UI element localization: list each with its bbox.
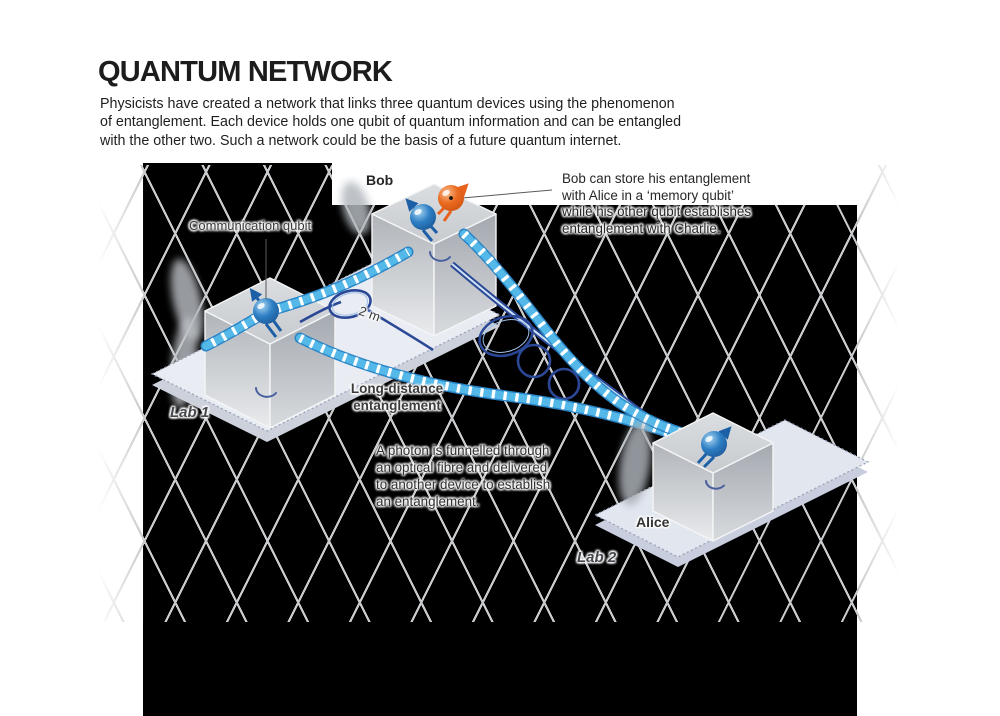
photon-annotation: A photon is funnelled through an optical…: [376, 442, 550, 510]
memory-annotation-line-2: with Alice in a ‘memory qubit’: [562, 187, 734, 203]
memory-annotation-line-3: while his other qubit establishes: [562, 204, 752, 220]
photon-annotation-line-4: an entanglement.: [376, 494, 480, 509]
long-distance-line-2: entanglement: [353, 397, 441, 413]
photon-annotation-line-2: an optical fibre and delivered: [376, 460, 548, 475]
long-distance-line-1: Long-distance: [350, 381, 444, 396]
grid-fade-left: [90, 165, 145, 622]
bob-device-label: Bob: [366, 172, 394, 188]
memory-annotation-line-1: Bob can store his entanglement: [562, 171, 751, 186]
photon-annotation-line-3: to another device to establish: [376, 477, 551, 492]
intro-paragraph: Physicists have created a network that l…: [100, 95, 681, 150]
long-distance-entanglement-label: Long-distance entanglement: [336, 381, 458, 414]
intro-line-2: of entanglement. Each device holds one q…: [100, 114, 682, 131]
intro-line-3: with the other two. Such a network could…: [100, 132, 622, 149]
lab1-label: Lab 1: [170, 404, 210, 421]
lab2-label: Lab 2: [577, 549, 617, 566]
grid-fade-right: [857, 165, 905, 622]
page-title: QUANTUM NETWORK: [98, 56, 393, 88]
intro-line-1: Physicists have created a network that l…: [100, 96, 675, 112]
alice-device-label: Alice: [636, 514, 670, 530]
communication-qubit-label: Communication qubit: [189, 218, 312, 233]
isometric-grid: [95, 165, 900, 622]
memory-qubit-annotation: Bob can store his entanglement with Alic…: [562, 171, 751, 238]
memory-annotation-line-4: entanglement with Charlie.: [562, 221, 721, 237]
photon-annotation-line-1: A photon is funnelled through: [376, 443, 550, 458]
